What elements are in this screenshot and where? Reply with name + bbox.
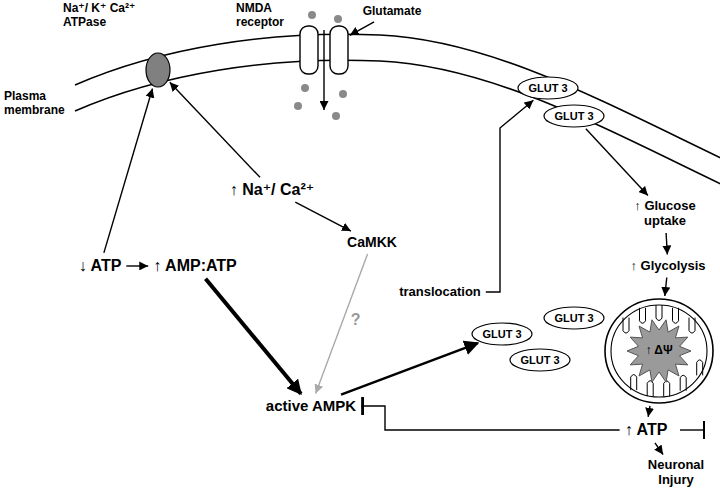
ligand-label: Glutamate xyxy=(360,3,425,21)
ion-dot xyxy=(334,15,342,23)
node-text: translocation xyxy=(399,285,481,300)
arrow-connector xyxy=(104,89,153,253)
node-text: NMDA receptor xyxy=(236,2,294,30)
process-label: ↑ Glycolysis xyxy=(627,257,708,276)
arrow-connector xyxy=(126,265,148,266)
ellipse-outline xyxy=(472,323,532,345)
node-text: GLUT 3 xyxy=(554,312,593,325)
membrane-inner xyxy=(75,60,720,186)
nmda-receptor: NMDA receptor xyxy=(298,26,348,74)
node-text: Neuronal Injury xyxy=(641,458,711,488)
arrow-connector xyxy=(648,406,650,417)
ratio-level: ↑ AMP:ATP xyxy=(150,255,240,277)
node-text: ↓ ATP xyxy=(79,257,122,275)
glut3-transporter: GLUT 3 xyxy=(517,76,579,100)
outcome-label: Neuronal Injury xyxy=(638,456,714,490)
ellipse-outline xyxy=(146,53,170,87)
arrow-connector xyxy=(316,254,368,394)
crista xyxy=(697,360,703,376)
crista xyxy=(647,381,653,397)
arrow-connector xyxy=(586,129,648,196)
node-text: GLUT 3 xyxy=(520,354,559,367)
arrow-connector xyxy=(206,279,301,394)
glut3-transporter: GLUT 3 xyxy=(543,104,605,128)
channel-subunit xyxy=(330,26,348,74)
process-label: ↑ Glucose uptake xyxy=(626,197,704,231)
crista xyxy=(640,308,646,324)
node-text: ↑ ΔΨ xyxy=(645,344,672,358)
node-text: active AMPK xyxy=(266,397,356,414)
membrane-outer xyxy=(75,34,720,160)
crista xyxy=(656,305,662,321)
kinase-label: active AMPK xyxy=(263,395,359,416)
node-text: ↑ Glycolysis xyxy=(630,259,705,274)
atpase-pump-outline xyxy=(145,52,171,88)
arrow-connector xyxy=(665,277,667,296)
ellipse-outline xyxy=(544,307,604,329)
ellipse-outline xyxy=(518,77,578,99)
crista xyxy=(631,375,637,391)
ion-dot xyxy=(308,11,316,19)
crista xyxy=(664,381,670,397)
edge-label: ? xyxy=(350,311,362,329)
inner-membrane xyxy=(611,305,707,397)
arrow-connector xyxy=(666,233,667,255)
glut3-transporter: GLUT 3 xyxy=(471,322,533,346)
crista xyxy=(673,308,679,324)
node-text: Na⁺/ K⁺ Ca²⁺ ATPase xyxy=(63,2,143,30)
atpase-pump: Na⁺/ K⁺ Ca²⁺ ATPase xyxy=(145,52,171,88)
ellipse-outline xyxy=(510,349,570,371)
arrow-connector xyxy=(295,202,351,231)
ion-influx: ↑ Na⁺/ Ca²⁺ xyxy=(227,179,317,201)
potential-starburst xyxy=(627,320,691,382)
node-text: GLUT 3 xyxy=(528,82,567,95)
node-text: GLUT 3 xyxy=(482,328,521,341)
arrow-connector xyxy=(341,343,478,395)
ion-flow-arrow xyxy=(323,30,324,110)
node-text: GLUT 3 xyxy=(554,110,593,123)
ion-dot xyxy=(332,112,340,120)
ion-dot xyxy=(301,84,309,92)
arrow-connector xyxy=(350,22,374,35)
glut3-transporter: GLUT 3 xyxy=(543,306,605,330)
inhibition-bar xyxy=(703,421,705,439)
process-label: translocation xyxy=(396,283,484,302)
arrow-connector xyxy=(170,82,260,177)
glut3-transporter: GLUT 3 xyxy=(509,348,571,372)
crista xyxy=(623,318,629,334)
nmda-receptor-outline xyxy=(298,26,348,74)
outer-membrane xyxy=(605,299,713,403)
membrane-label: Plasma membrane xyxy=(4,90,72,118)
node-text: ↑ Glucose uptake xyxy=(629,199,701,229)
ion-dot xyxy=(339,90,347,98)
node-text: Glutamate xyxy=(363,5,422,19)
arrow-connector xyxy=(361,406,620,430)
channel-subunit xyxy=(300,26,318,74)
ion-dot xyxy=(294,102,302,110)
node-text: ↑ AMP:ATP xyxy=(153,257,237,275)
kinase-label: CaMKK xyxy=(344,232,400,252)
ellipse-outline xyxy=(544,105,604,127)
crista xyxy=(680,375,686,391)
atp-level: ↑ ATP xyxy=(622,419,671,441)
node-text: CaMKK xyxy=(347,234,397,250)
node-text: ↑ Na⁺/ Ca²⁺ xyxy=(230,181,314,199)
atp-level: ↓ ATP xyxy=(76,255,125,277)
arrow-connector xyxy=(486,100,534,292)
node-text: ↑ ATP xyxy=(625,421,668,439)
mitochondrion: ↑ ΔΨ xyxy=(604,298,714,404)
inhibition-line xyxy=(680,429,704,430)
crista xyxy=(689,318,695,334)
arrow-connector xyxy=(655,443,663,455)
